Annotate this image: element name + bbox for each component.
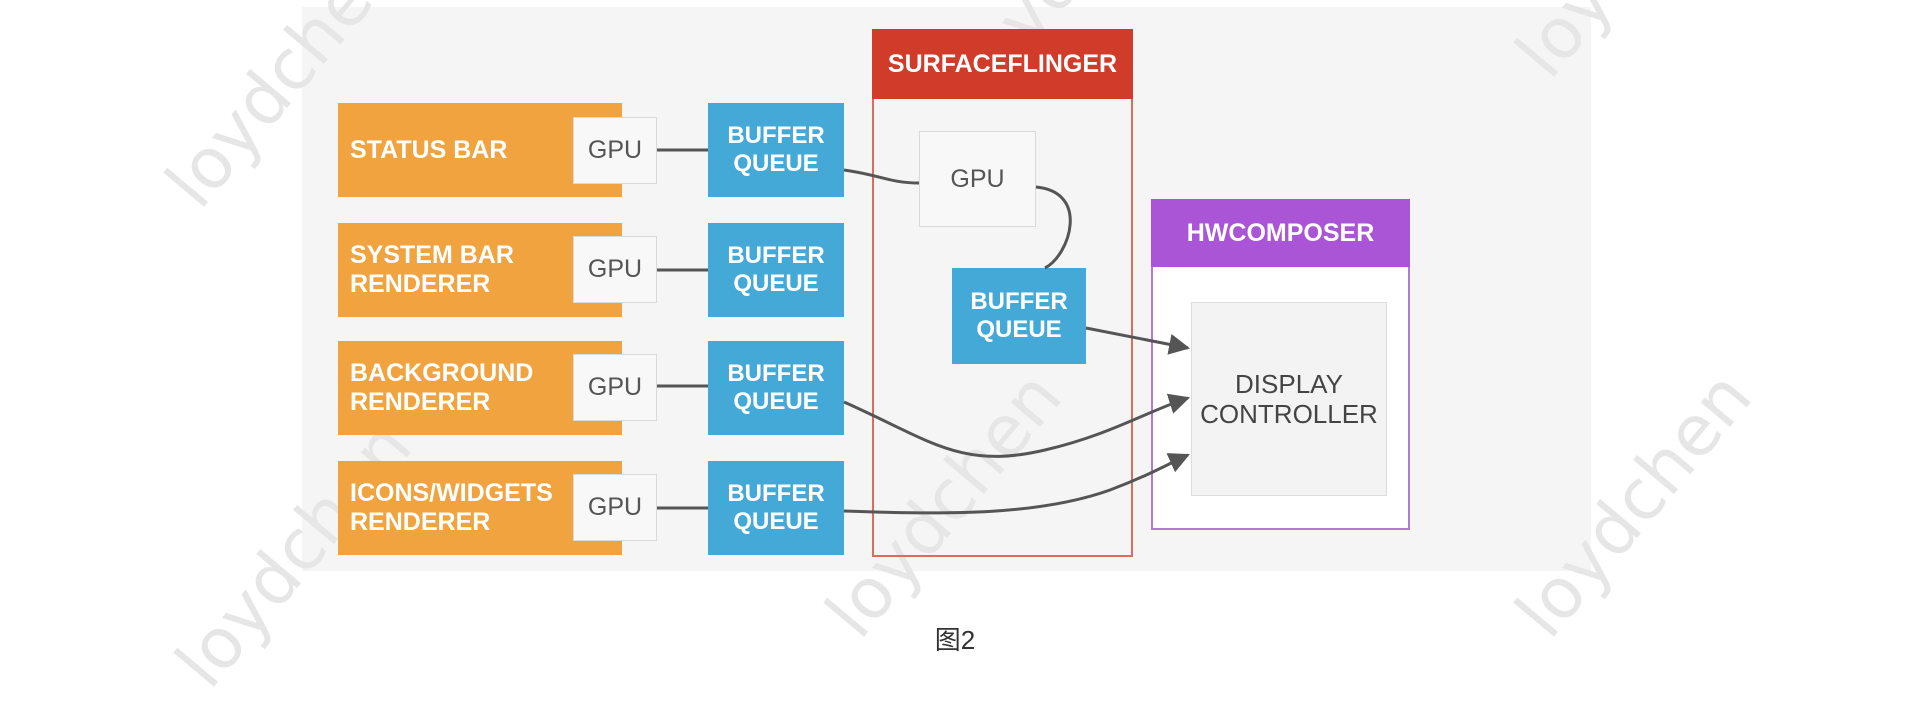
link-queue-to-display: [843, 393, 1191, 458]
display-controller: DISPLAY CONTROLLER: [1191, 302, 1387, 496]
buffer-queue: BUFFER QUEUE: [708, 461, 844, 555]
app-gpu: GPU: [573, 236, 657, 303]
buffer-queue: BUFFER QUEUE: [708, 341, 844, 435]
surfaceflinger-gpu: GPU: [919, 131, 1036, 227]
figure-caption: 图2: [934, 625, 976, 655]
hwcomposer-title: HWCOMPOSER: [1151, 199, 1410, 267]
link-sf-queue-to-display: [1085, 326, 1191, 355]
app-gpu: GPU: [573, 474, 657, 541]
app-label: STATUS BAR: [350, 135, 508, 164]
connector-layer: [657, 148, 1191, 515]
link-queue-to-sf-gpu: [843, 168, 920, 185]
buffer-queue: BUFFER QUEUE: [708, 103, 844, 197]
link-sf-gpu-to-queue: [1035, 185, 1072, 270]
link-queue-to-display: [843, 453, 1190, 515]
app-label: BACKGROUND RENDERER: [350, 359, 534, 416]
app-gpu: GPU: [573, 354, 657, 421]
app-label: ICONS/WIDGETS RENDERER: [350, 479, 553, 536]
buffer-queue: BUFFER QUEUE: [708, 223, 844, 317]
app-label: SYSTEM BAR RENDERER: [350, 241, 514, 298]
surfaceflinger-title: SURFACEFLINGER: [872, 29, 1133, 99]
surfaceflinger-buffer-queue: BUFFER QUEUE: [952, 268, 1086, 364]
app-gpu: GPU: [573, 117, 657, 184]
